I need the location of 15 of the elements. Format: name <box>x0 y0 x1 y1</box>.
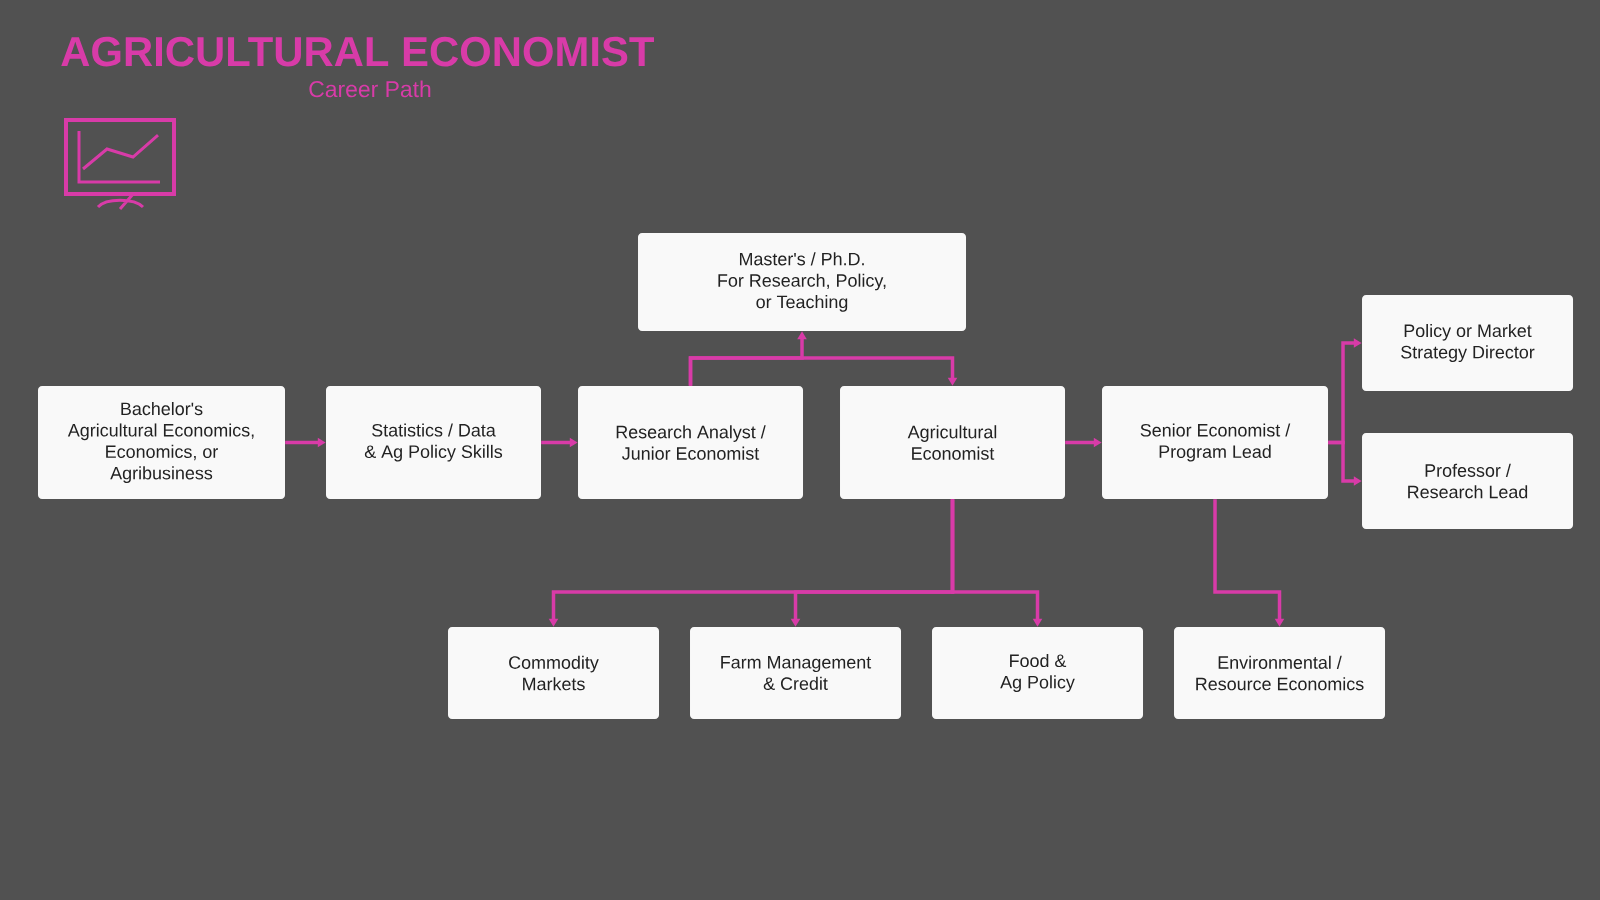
career-step-box: Environmental / Resource Economics <box>1174 627 1385 719</box>
title: AGRICULTURAL ECONOMIST <box>61 36 654 67</box>
career-step-box: Agricultural Economist <box>840 386 1065 499</box>
career-step-box: Senior Economist / Program Lead <box>1102 386 1328 499</box>
career-step-box: Master's / Ph.D. For Research, Policy, or Teaching <box>638 233 966 331</box>
career-step-box: Professor / Research Lead <box>1362 433 1573 529</box>
career-step-box: Statistics / Data & Ag Policy Skills <box>326 386 541 499</box>
subtitle: Career Path <box>309 80 431 98</box>
career-step-box: Bachelor's Agricultural Economics, Economics, or Agribusiness <box>38 386 285 499</box>
career-step-box: Research Analyst / Junior Economist <box>578 386 803 499</box>
arrow <box>688 356 958 386</box>
career-step-box: Farm Management & Credit <box>690 627 901 719</box>
career-step-box: Commodity Markets <box>448 627 659 719</box>
career-step-box: Policy or Market Strategy Director <box>1362 295 1573 391</box>
career-step-box: Food & Ag Policy <box>932 627 1143 719</box>
